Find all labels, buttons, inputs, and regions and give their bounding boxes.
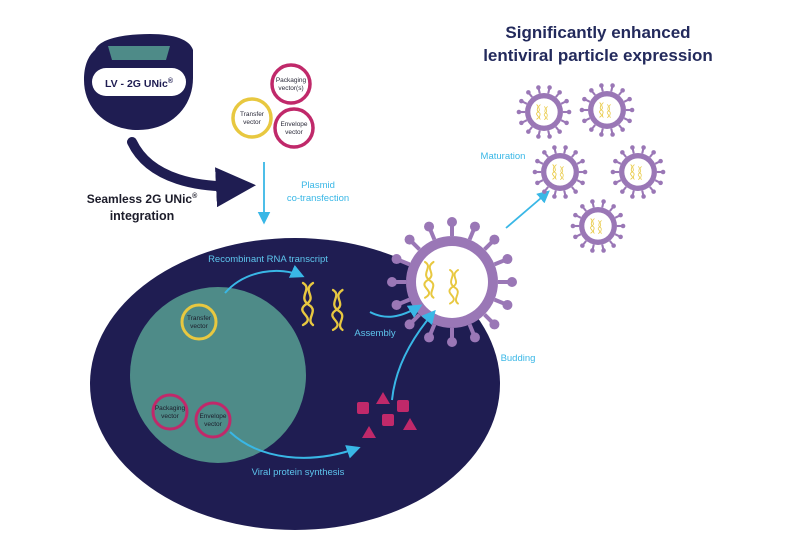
- integration-label-line-2: integration: [110, 209, 175, 223]
- virus-rna-icon: [637, 166, 642, 180]
- virus-rna-icon: [559, 166, 564, 180]
- plasmid-envelope-nucleus-line-2: vector: [204, 421, 223, 428]
- plasmid-packaging-top-line-2: vector(s): [278, 85, 303, 92]
- virus-rna-icon: [597, 220, 602, 234]
- virus-particle-icon: [532, 145, 588, 199]
- protein-synthesis-label: Viral protein synthesis: [252, 467, 345, 478]
- assembly-arrow-protein: [391, 309, 436, 401]
- plasmid-transfer-nucleus-line-2: vector: [190, 323, 209, 330]
- virus-spike-tip: [507, 277, 517, 287]
- budding-virus-rna-icon: [448, 269, 459, 305]
- virus-spike-tip: [424, 332, 435, 343]
- rna-strands: [301, 281, 344, 332]
- plasmid-envelope-top-line-1: Envelope: [280, 121, 307, 128]
- integration-label-line-1: Seamless 2G UNic®: [87, 192, 198, 206]
- virus-spike-tip: [469, 221, 480, 232]
- plasmid-envelope-nucleus-line-1: Envelope: [199, 413, 226, 420]
- cotransfection-label-line-1: Plasmid: [301, 180, 335, 191]
- virus-spike-tip: [404, 319, 415, 330]
- integration-arrow: [127, 137, 256, 208]
- rna-transcript-label: Recombinant RNA transcript: [208, 254, 328, 265]
- plasmid-transfer-nucleus-line-1: Transfer: [187, 315, 212, 322]
- plasmid-envelope-top-line-2: vector: [285, 129, 304, 136]
- rna-strand-icon: [331, 288, 344, 332]
- virus-spike-tip: [404, 234, 415, 245]
- plasmid-packaging-nucleus-line-2: vector: [161, 413, 180, 420]
- plasmid-packaging-nucleus: Packaging vector: [151, 393, 189, 431]
- budding-label: Budding: [501, 353, 536, 364]
- plasmid-transfer-top-line-2: vector: [243, 119, 262, 126]
- virus-rna-icon: [606, 104, 611, 118]
- plasmid-packaging-top-line-1: Packaging: [276, 77, 307, 84]
- virus-particle-icon: [570, 199, 626, 253]
- title-line-1: Significantly enhanced: [505, 23, 690, 42]
- virus-rna-icon: [543, 106, 548, 120]
- virus-rna-icon: [552, 164, 557, 180]
- maturation-arrow: [505, 190, 550, 229]
- plasmid-transfer-top-line-1: Transfer: [240, 111, 265, 118]
- virus-particle-icon: [579, 83, 635, 137]
- maturation-label: Maturation: [481, 151, 526, 162]
- assembly-label: Assembly: [354, 328, 395, 339]
- virus-spike-tip: [391, 254, 402, 265]
- virus-rna-icon: [590, 218, 595, 234]
- plasmid-envelope-nucleus: Envelope vector: [194, 401, 232, 439]
- virus-spike-tip: [447, 337, 457, 347]
- plasmid-transfer-nucleus: Transfer vector: [180, 303, 218, 341]
- virus-spike-tip: [424, 221, 435, 232]
- assembly-arrow-rna: [369, 304, 423, 318]
- plasmid-envelope-top: Envelope vector: [273, 107, 315, 149]
- virus-particle-icon: [610, 145, 666, 199]
- plasmid-packaging-nucleus-line-1: Packaging: [155, 405, 186, 412]
- plasmid-transfer-top: Transfer vector: [231, 97, 273, 139]
- virus-rna-icon: [630, 164, 635, 180]
- virus-rna-icon: [536, 104, 541, 120]
- rna-strand-icon: [301, 281, 315, 327]
- cotransfection-label-line-2: co-transfection: [287, 193, 349, 204]
- virus-spike-tip: [447, 217, 457, 227]
- virus-spike-tip: [469, 332, 480, 343]
- virus-spike-tip: [387, 277, 397, 287]
- protein-synthesis-arrow: [229, 431, 361, 459]
- plasmid-packaging-top: Packaging vector(s): [270, 63, 312, 105]
- virus-spike-tip: [502, 254, 513, 265]
- virus-spike-tip: [502, 299, 513, 310]
- title-line-2: lentiviral particle expression: [483, 46, 713, 65]
- rna-transcript-arrow: [224, 264, 305, 294]
- budding-virus-rna-icon: [423, 260, 435, 299]
- virus-spike-tip: [391, 299, 402, 310]
- virus-particle-icon: [516, 85, 572, 139]
- mature-virus-group: [516, 83, 666, 253]
- viral-protein-icon: [357, 392, 417, 438]
- virus-rna-icon: [599, 102, 604, 118]
- virus-spike-tip: [489, 234, 500, 245]
- lv-unit-label: LV - 2G UNic®: [105, 77, 174, 90]
- virus-spike-tip: [489, 319, 500, 330]
- budding-virus-icon: [387, 217, 517, 347]
- lentiviral-cassette-icon: [84, 34, 193, 130]
